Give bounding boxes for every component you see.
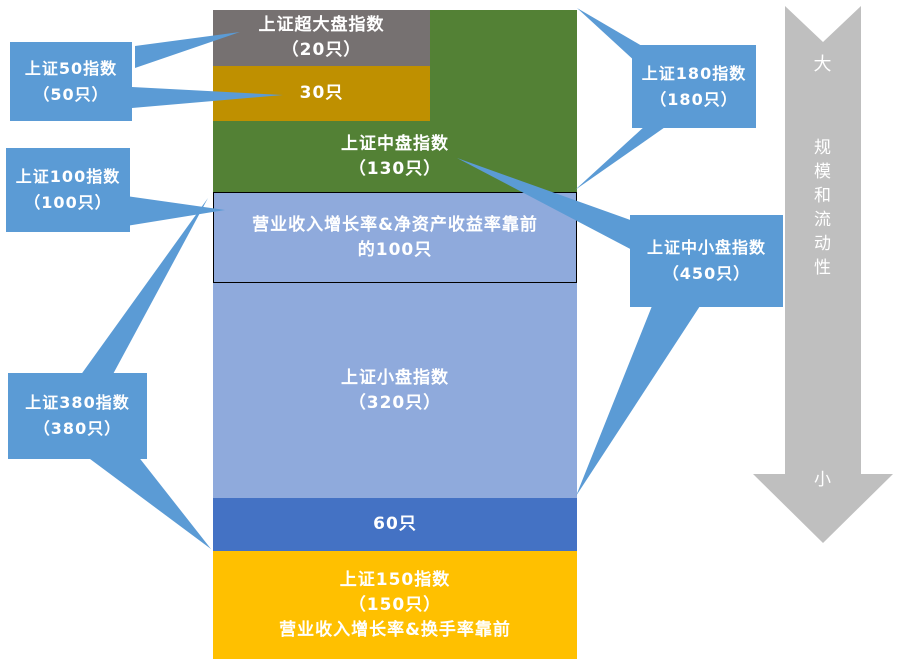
scale-arrow-bottom-label: 小 [814,470,832,490]
sixty-label: 60只 [373,514,417,534]
thirty-label: 30只 [299,83,344,103]
screened-100-line2: 的100只 [357,239,433,260]
midcap-label-block: 上证中盘指数 （130只） [213,121,577,192]
smallcap-box: 上证小盘指数 （320只） [213,283,577,498]
supercap-box: 上证超大盘指数 （20只） [213,10,430,66]
callout-sse100: 上证100指数 （100只） [6,148,130,232]
index150-box: 上证150指数 （150只） 营业收入增长率&换手率靠前 [213,551,577,659]
callout-sse380-line1: 上证380指数 [25,393,130,412]
smallcap-label-line2: （320只） [348,392,442,413]
sixty-box: 60只 [213,498,577,551]
scale-arrow-top-label: 大 [813,54,833,75]
index150-label-line3: 营业收入增长率&换手率靠前 [279,619,511,640]
smallcap-label-line1: 上证小盘指数 [341,367,449,388]
screened-100-line1: 营业收入增长率&净资产收益率靠前 [252,214,538,235]
scale-arrow-middle-label: 规模和流动性 [785,136,861,280]
tail-sse380-to-sixty [86,446,211,549]
callout-sse100-line2: （100只） [24,193,112,212]
index150-label-line2: （150只） [348,594,442,615]
tail-midsmall-to-smallcap-bottom [576,306,700,496]
callout-sse180: 上证180指数 （180只） [632,45,756,128]
callout-sse50-line1: 上证50指数 [24,58,118,78]
tail-sse180-to-green-bottom [575,125,668,190]
thirty-box: 30只 [213,66,430,121]
tail-sse100-to-screened100 [126,196,225,226]
callout-sse180-line2: （180只） [650,89,738,109]
callout-sse-mid-small: 上证中小盘指数 （450只） [630,215,783,307]
supercap-label-line2: （20只） [281,40,362,60]
callout-sse-mid-small-line1: 上证中小盘指数 [646,238,766,257]
callout-sse180-line1: 上证180指数 [641,63,747,83]
callout-sse50: 上证50指数 （50只） [10,42,132,121]
index150-label-line1: 上证150指数 [339,569,451,590]
callout-sse100-line1: 上证100指数 [15,167,121,186]
scale-arrow-middle-vertical-text: 规模和流动性 [814,138,832,278]
supercap-label-line1: 上证超大盘指数 [258,15,385,35]
midcap-label-line2: （130只） [348,158,442,179]
midcap-green-area: 上证超大盘指数 （20只） 30只 上证中盘指数 （130只） [213,10,577,192]
callout-sse380: 上证380指数 （380只） [8,373,147,459]
callout-sse50-line2: （50只） [33,84,109,104]
callout-sse-mid-small-line2: （450只） [662,264,751,283]
callout-sse380-line2: （380只） [33,419,122,438]
midcap-label-line1: 上证中盘指数 [341,133,449,154]
screened-100-box: 营业收入增长率&净资产收益率靠前 的100只 [213,192,577,283]
